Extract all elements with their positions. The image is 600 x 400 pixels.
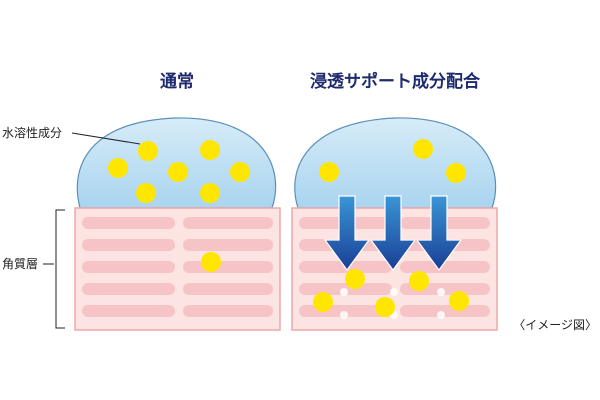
image-note: 〈イメージ図〉 [513,318,597,332]
down-arrow-icon [415,195,463,272]
callout-water-soluble: 水溶性成分 [2,125,141,145]
leader-line [71,132,141,145]
left-panel [74,117,281,331]
penetration-arrows [323,195,463,272]
water-droplet-right [294,117,497,209]
callout-stratum-corneum: 角質層 [2,209,65,329]
right-panel [291,117,498,331]
bracket [55,209,65,329]
particles-right [313,139,469,317]
heading-normal: 通常 [160,71,194,92]
label-stratum-corneum: 角質層 [2,256,38,271]
label-water-soluble: 水溶性成分 [2,125,62,140]
small-white-dots [340,288,445,319]
particles-left [108,140,250,272]
heading-permeation-support: 浸透サポート成分配合 [310,71,481,92]
down-arrow-icon [369,195,417,272]
skin-cells-left [82,217,273,317]
down-arrow-icon [323,195,371,272]
